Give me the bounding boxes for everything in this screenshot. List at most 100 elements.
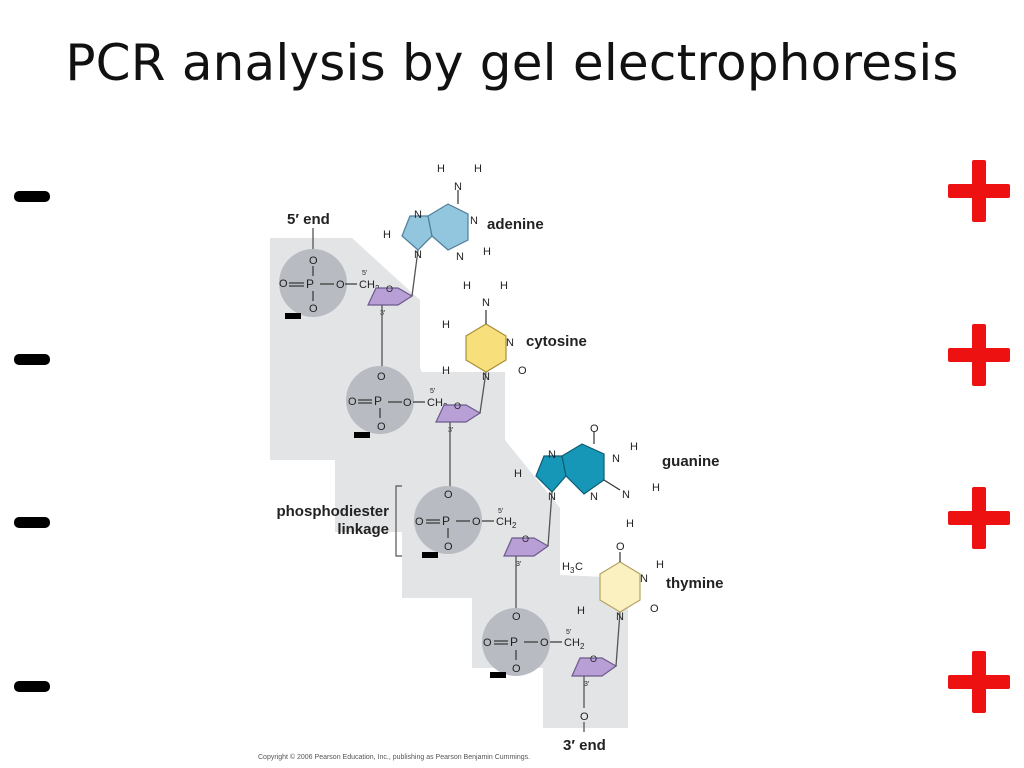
svg-text:H: H bbox=[474, 163, 482, 175]
svg-text:5′: 5′ bbox=[498, 508, 504, 515]
cytosine-label: cytosine bbox=[526, 333, 587, 350]
svg-text:H: H bbox=[383, 229, 391, 241]
plus-sign-2 bbox=[948, 324, 1010, 386]
svg-text:P: P bbox=[510, 635, 518, 649]
slide-title: PCR analysis by gel electrophoresis bbox=[65, 34, 959, 92]
svg-text:N: N bbox=[616, 611, 624, 623]
sugar-ring-3 bbox=[503, 537, 550, 557]
svg-text:H: H bbox=[626, 518, 634, 530]
svg-text:O: O bbox=[590, 423, 599, 435]
svg-text:O: O bbox=[377, 421, 386, 433]
cytosine-ring bbox=[465, 323, 507, 373]
svg-text:O: O bbox=[483, 637, 492, 649]
five-prime-end-label: 5′ end bbox=[287, 211, 330, 228]
phosphodiester-label-line1: phosphodiester bbox=[276, 503, 389, 520]
phosphate-negative-charge-4 bbox=[490, 672, 506, 678]
svg-text:O: O bbox=[616, 541, 625, 553]
svg-text:P: P bbox=[374, 394, 382, 408]
svg-text:N: N bbox=[548, 449, 556, 461]
plus-sign-3 bbox=[948, 487, 1010, 549]
svg-text:P: P bbox=[442, 514, 450, 528]
svg-text:O: O bbox=[454, 401, 461, 411]
svg-text:3′: 3′ bbox=[380, 310, 386, 317]
svg-text:H: H bbox=[500, 280, 508, 292]
svg-text:H: H bbox=[483, 246, 491, 258]
svg-text:3′: 3′ bbox=[448, 427, 454, 434]
svg-text:H: H bbox=[442, 319, 450, 331]
adenine-ring-five bbox=[401, 215, 433, 251]
svg-text:O: O bbox=[512, 663, 521, 675]
minus-sign-1 bbox=[14, 191, 50, 202]
guanine-ring-five bbox=[535, 455, 567, 493]
svg-text:N: N bbox=[590, 491, 598, 503]
svg-text:H: H bbox=[562, 561, 570, 573]
svg-text:O: O bbox=[309, 303, 318, 315]
svg-text:H: H bbox=[442, 365, 450, 377]
backbone-shading bbox=[270, 238, 628, 728]
svg-text:O: O bbox=[279, 278, 288, 290]
guanine-label: guanine bbox=[662, 453, 720, 470]
svg-text:H: H bbox=[630, 441, 638, 453]
svg-text:CH: CH bbox=[564, 637, 580, 649]
svg-text:O: O bbox=[540, 637, 549, 649]
minus-sign-2 bbox=[14, 354, 50, 365]
svg-text:O: O bbox=[650, 603, 659, 615]
svg-text:O: O bbox=[522, 534, 529, 544]
svg-text:O: O bbox=[309, 255, 318, 267]
sugar-ring-1 bbox=[367, 287, 414, 306]
svg-text:N: N bbox=[414, 209, 422, 221]
svg-text:H: H bbox=[652, 482, 660, 494]
copyright-note: Copyright © 2006 Pearson Education, Inc.… bbox=[258, 754, 531, 761]
svg-text:O: O bbox=[386, 284, 393, 294]
adenine-label: adenine bbox=[487, 216, 544, 233]
svg-text:N: N bbox=[612, 453, 620, 465]
svg-text:O: O bbox=[415, 516, 424, 528]
svg-text:O: O bbox=[336, 279, 345, 291]
svg-text:H: H bbox=[656, 559, 664, 571]
svg-text:H: H bbox=[437, 163, 445, 175]
svg-text:2: 2 bbox=[580, 642, 585, 651]
plus-sign-4 bbox=[948, 651, 1010, 713]
svg-text:P: P bbox=[306, 277, 314, 291]
svg-text:N: N bbox=[470, 215, 478, 227]
sugar-ring-2 bbox=[435, 404, 482, 423]
svg-text:N: N bbox=[482, 371, 490, 383]
svg-text:N: N bbox=[548, 491, 556, 503]
three-prime-end-label: 3′ end bbox=[563, 737, 606, 754]
phosphate-group-3 bbox=[414, 486, 482, 554]
phosphate-negative-charge-2 bbox=[354, 432, 370, 438]
svg-text:O: O bbox=[472, 516, 481, 528]
svg-text:C: C bbox=[575, 561, 583, 573]
svg-text:3′: 3′ bbox=[516, 561, 522, 568]
svg-text:5′: 5′ bbox=[566, 629, 572, 636]
svg-text:O: O bbox=[444, 541, 453, 553]
svg-text:CH: CH bbox=[427, 397, 443, 409]
phosphate-group-2 bbox=[346, 366, 414, 434]
phosphate-group-1 bbox=[279, 249, 347, 317]
svg-text:H: H bbox=[514, 468, 522, 480]
phosphate-negative-charge-1 bbox=[285, 313, 301, 319]
phosphate-negative-charge-3 bbox=[422, 552, 438, 558]
svg-text:N: N bbox=[506, 337, 514, 349]
svg-text:N: N bbox=[482, 297, 490, 309]
svg-text:O: O bbox=[518, 365, 527, 377]
svg-text:O: O bbox=[580, 711, 589, 723]
svg-text:N: N bbox=[414, 249, 422, 261]
svg-text:N: N bbox=[640, 573, 648, 585]
guanine-ring-six bbox=[561, 443, 605, 495]
sugar-ring-4 bbox=[571, 657, 618, 677]
svg-text:H: H bbox=[463, 280, 471, 292]
svg-text:O: O bbox=[444, 489, 453, 501]
svg-text:O: O bbox=[348, 396, 357, 408]
svg-text:3′: 3′ bbox=[584, 681, 590, 688]
thymine-label: thymine bbox=[666, 575, 724, 592]
minus-sign-4 bbox=[14, 681, 50, 692]
svg-text:N: N bbox=[622, 489, 630, 501]
svg-text:2: 2 bbox=[512, 521, 517, 530]
svg-text:CH: CH bbox=[359, 279, 375, 291]
svg-text:O: O bbox=[403, 397, 412, 409]
adenine-ring-six bbox=[427, 203, 469, 251]
svg-text:N: N bbox=[454, 181, 462, 193]
plus-sign-1 bbox=[948, 160, 1010, 222]
